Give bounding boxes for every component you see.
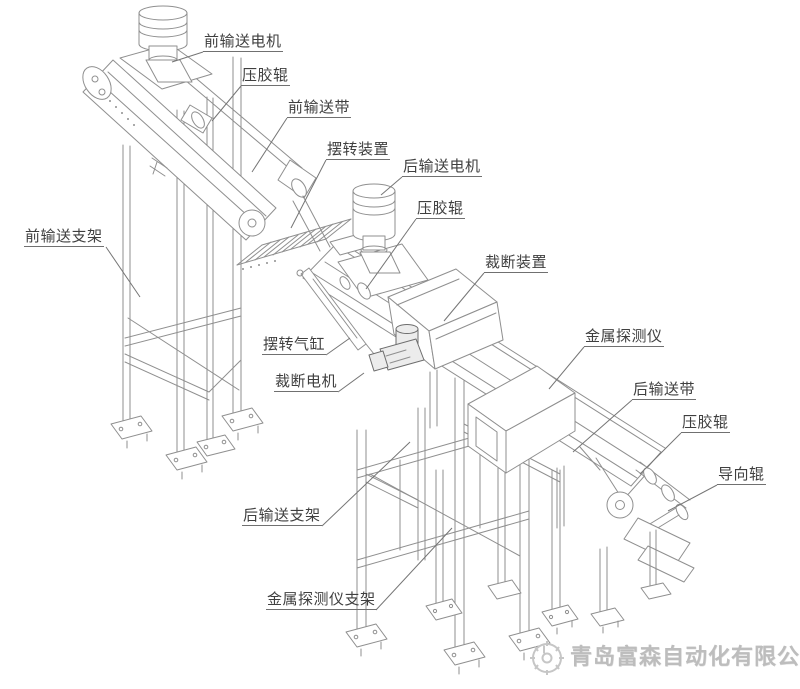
callout-front-conveyor-stand: 前输送支架 bbox=[24, 228, 104, 247]
front-stand-drawing bbox=[110, 56, 264, 480]
callout-rear-conveyor-motor: 后输送电机 bbox=[402, 158, 482, 177]
callout-press-roller-front: 压胶辊 bbox=[241, 67, 290, 86]
callout-press-roller-mid: 压胶辊 bbox=[416, 200, 465, 219]
callout-rear-conveyor-stand: 后输送支架 bbox=[242, 507, 322, 526]
rear-motor-drawing bbox=[337, 183, 429, 300]
callout-metal-detector: 金属探测仪 bbox=[584, 328, 664, 347]
callout-swing-cylinder: 摆转气缸 bbox=[262, 336, 327, 355]
callout-rear-conveyor-belt: 后输送带 bbox=[632, 381, 697, 400]
callout-guide-roller: 导向辊 bbox=[717, 466, 766, 485]
cutting-motor-drawing bbox=[368, 324, 425, 372]
callout-front-conveyor-motor: 前输送电机 bbox=[203, 33, 283, 52]
swing-cylinder-drawing bbox=[296, 267, 375, 355]
callout-leader-lines bbox=[105, 51, 718, 611]
front-conveyor-drawing bbox=[82, 5, 331, 252]
callout-swing-device: 摆转装置 bbox=[326, 141, 391, 160]
gear-flower-icon bbox=[530, 641, 564, 675]
callout-cutting-motor: 裁断电机 bbox=[274, 373, 339, 392]
callout-front-conveyor-belt: 前输送带 bbox=[287, 99, 352, 118]
watermark-company-name: 青岛富森自动化有限公司 bbox=[570, 644, 800, 669]
callout-press-roller-rear: 压胶辊 bbox=[681, 414, 730, 433]
callout-metal-detector-stand: 金属探测仪支架 bbox=[266, 591, 377, 610]
metal-detector-drawing bbox=[467, 365, 576, 474]
callout-cutting-device: 裁断装置 bbox=[484, 254, 549, 273]
discharge-rollers-drawing bbox=[579, 446, 695, 634]
